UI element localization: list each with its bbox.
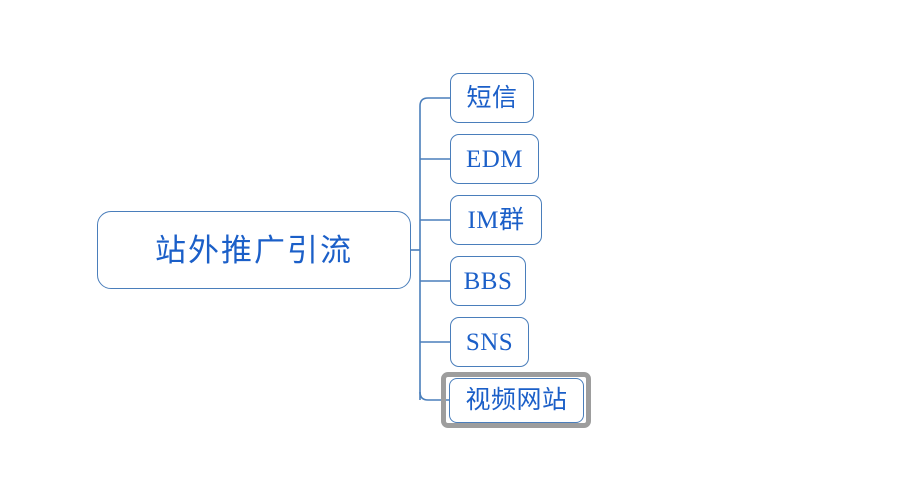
child-node-bbs[interactable]: BBS: [450, 256, 526, 306]
root-node[interactable]: 站外推广引流: [97, 211, 411, 289]
child-node-video-site[interactable]: 视频网站: [449, 378, 584, 423]
connector-branch-sms: [419, 97, 450, 107]
child-node-label: SNS: [465, 328, 514, 356]
child-node-sns[interactable]: SNS: [450, 317, 529, 367]
child-node-edm[interactable]: EDM: [450, 134, 539, 184]
child-node-label: BBS: [463, 267, 513, 295]
child-node-label: 短信: [466, 84, 518, 112]
child-node-label: EDM: [465, 145, 524, 173]
child-node-sms[interactable]: 短信: [450, 73, 534, 123]
selection-frame: [441, 372, 591, 428]
root-node-label: 站外推广引流: [155, 232, 353, 268]
child-node-label: 视频网站: [465, 387, 568, 414]
child-node-label: IM群: [467, 206, 525, 234]
child-node-im-group[interactable]: IM群: [450, 195, 542, 245]
